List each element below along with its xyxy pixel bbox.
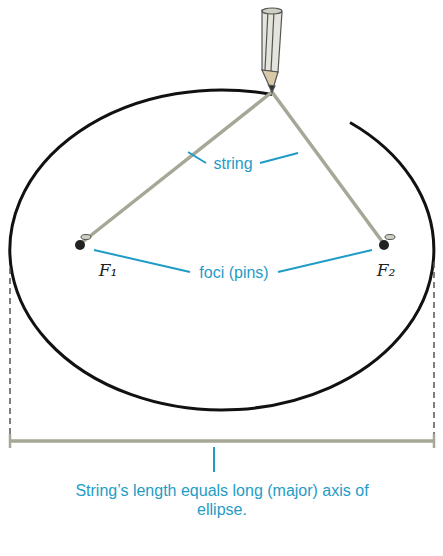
- dimension-line: [10, 262, 434, 448]
- caption-note: String’s length equals long (major) axis…: [72, 481, 372, 519]
- ellipse-curve: [10, 90, 434, 410]
- string: [80, 92, 384, 244]
- focus-label: F₁: [99, 260, 118, 280]
- foci-label: foci (pins): [196, 263, 271, 282]
- focus-label: F₂: [377, 260, 396, 280]
- pencil: [262, 8, 282, 92]
- pin: [75, 235, 395, 251]
- string-label: string: [210, 154, 255, 173]
- leader-line: [94, 152, 372, 472]
